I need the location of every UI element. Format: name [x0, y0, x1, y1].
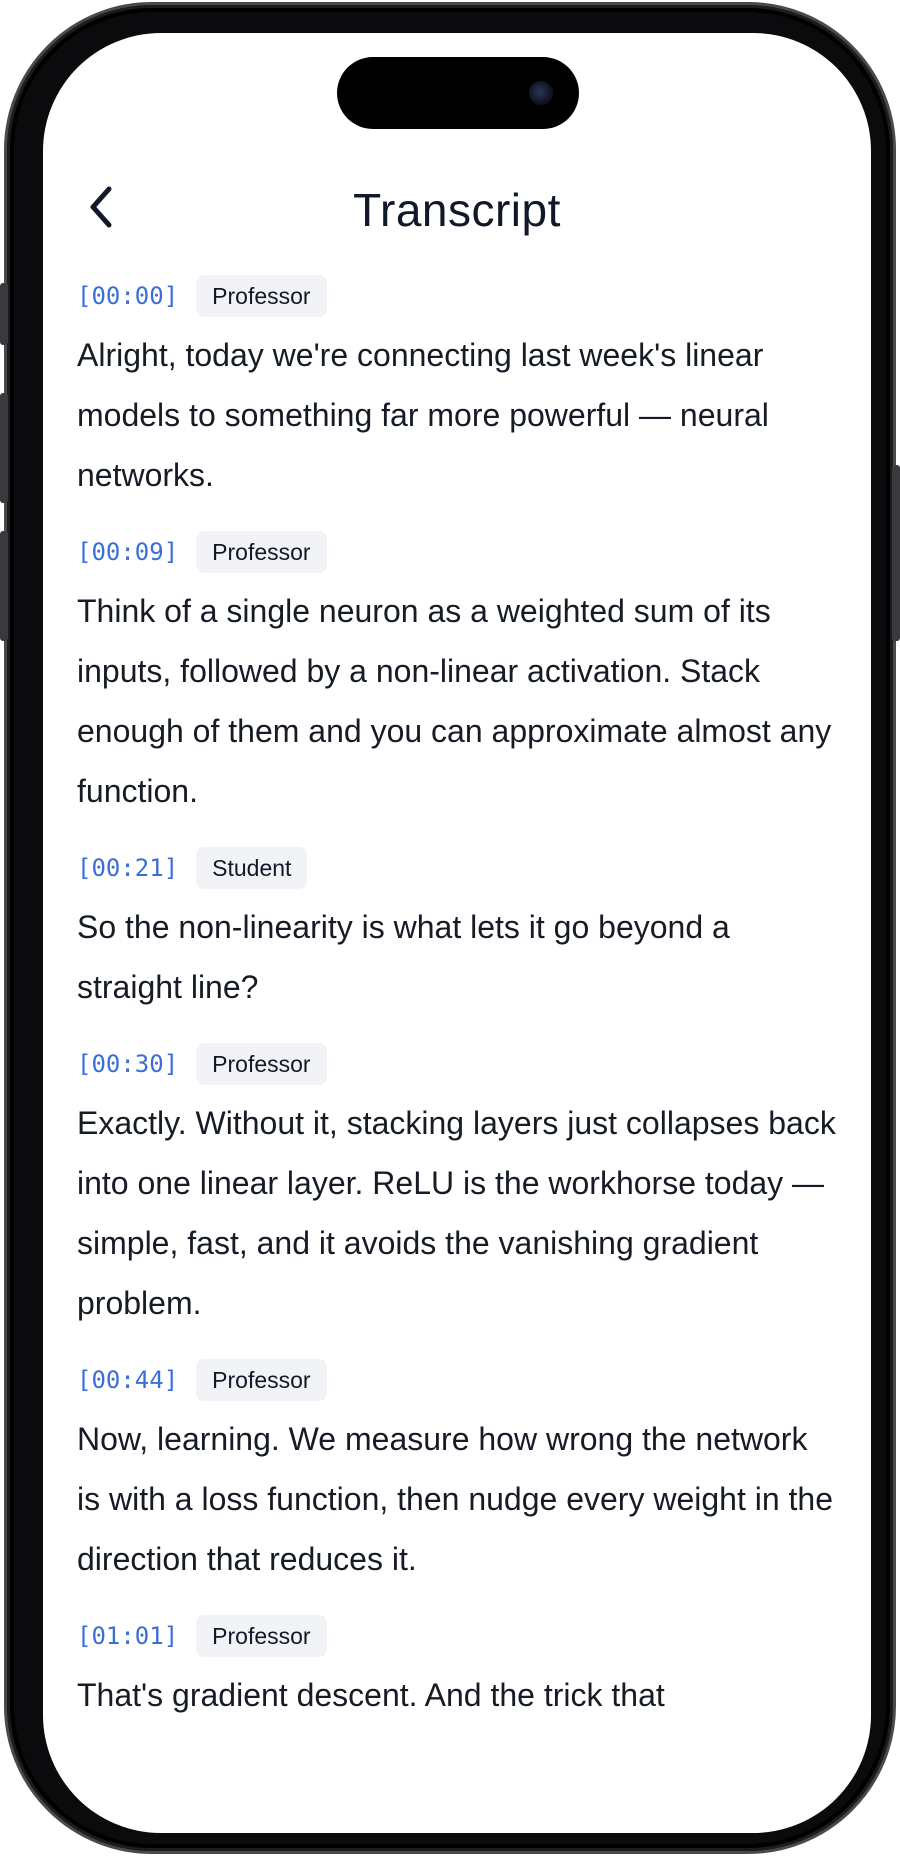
speaker-badge: Professor — [196, 275, 327, 317]
speaker-badge: Professor — [196, 1359, 327, 1401]
speaker-badge: Professor — [196, 1615, 327, 1657]
transcript-list[interactable]: [00:00] Professor Alright, today we're c… — [43, 273, 871, 1781]
transcript-entry: [00:09] Professor Think of a single neur… — [43, 529, 871, 821]
timestamp[interactable]: [00:00] — [77, 282, 179, 310]
power-button — [892, 465, 900, 641]
transcript-entry: [00:00] Professor Alright, today we're c… — [43, 273, 871, 505]
entry-meta: [00:09] Professor — [77, 529, 837, 575]
entry-meta: [00:30] Professor — [77, 1041, 837, 1087]
timestamp[interactable]: [00:09] — [77, 538, 179, 566]
entry-meta: [00:44] Professor — [77, 1357, 837, 1403]
dynamic-island — [337, 57, 579, 129]
entry-meta: [01:01] Professor — [77, 1613, 837, 1659]
timestamp[interactable]: [00:30] — [77, 1050, 179, 1078]
transcript-text: Alright, today we're connecting last wee… — [77, 337, 769, 493]
speaker-badge: Professor — [196, 1043, 327, 1085]
transcript-entry: [00:21] Student So the non-linearity is … — [43, 845, 871, 1017]
transcript-text: That's gradient descent. And the trick t… — [77, 1677, 665, 1713]
speaker-badge: Professor — [196, 531, 327, 573]
timestamp[interactable]: [00:44] — [77, 1366, 179, 1394]
entry-meta: [00:00] Professor — [77, 273, 837, 319]
navigation-header: Transcript — [43, 153, 871, 263]
volume-down-button — [0, 531, 8, 641]
transcript-entry: [00:30] Professor Exactly. Without it, s… — [43, 1041, 871, 1333]
transcript-entry: [01:01] Professor That's gradient descen… — [43, 1613, 871, 1725]
transcript-text: So the non-linearity is what lets it go … — [77, 909, 730, 1005]
screen: Transcript [00:00] Professor Alright, to… — [43, 33, 871, 1833]
speaker-badge: Student — [196, 847, 308, 889]
timestamp[interactable]: [00:21] — [77, 854, 179, 882]
back-button[interactable] — [71, 177, 131, 237]
front-camera — [529, 81, 553, 105]
action-button — [0, 283, 8, 345]
transcript-text: Exactly. Without it, stacking layers jus… — [77, 1105, 836, 1321]
entry-meta: [00:21] Student — [77, 845, 837, 891]
volume-up-button — [0, 393, 8, 503]
transcript-text: Now, learning. We measure how wrong the … — [77, 1421, 833, 1577]
page-title: Transcript — [353, 184, 561, 236]
transcript-text: Think of a single neuron as a weighted s… — [77, 593, 832, 809]
transcript-entry: [00:44] Professor Now, learning. We meas… — [43, 1357, 871, 1589]
chevron-left-icon — [90, 186, 112, 228]
timestamp[interactable]: [01:01] — [77, 1622, 179, 1650]
